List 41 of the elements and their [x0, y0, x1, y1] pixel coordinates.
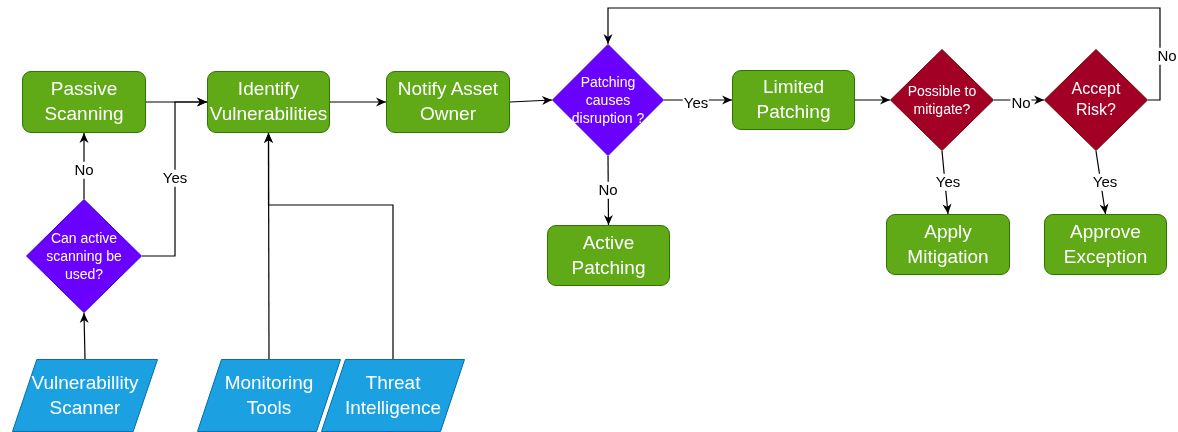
process-box — [732, 70, 855, 130]
node-label: Vulnerabillity Scanner — [30, 370, 140, 420]
edge-label: No — [73, 161, 95, 179]
decision-diamond — [26, 199, 142, 313]
arrow — [509, 96, 553, 105]
edge-label: Yes — [161, 169, 189, 187]
arrow — [141, 97, 208, 257]
arrow — [854, 95, 891, 105]
node-label: Can active scanning be used? — [45, 228, 123, 284]
node-label: Threat Intelligence — [343, 370, 443, 420]
arrow — [264, 132, 394, 360]
process-box — [886, 214, 1010, 275]
node-label: Notify Asset Owner — [396, 77, 500, 126]
edge-label: No — [1156, 47, 1178, 65]
process-box — [22, 71, 146, 133]
node-label: Identify Vulnerabilities — [209, 77, 328, 126]
data-parallelogram — [321, 359, 465, 432]
node-label: Possible to mitigate? — [906, 81, 978, 119]
process-box — [386, 71, 510, 133]
edge-label: Yes — [1091, 173, 1119, 191]
arrow — [329, 97, 387, 107]
process-box — [1044, 214, 1167, 275]
node-label: Accept Risk? — [1070, 79, 1122, 120]
arrow — [79, 312, 89, 360]
edge-label: No — [597, 181, 619, 199]
decision-diamond — [890, 49, 994, 151]
node-label: Active Patching — [570, 230, 647, 280]
data-parallelogram — [197, 359, 341, 432]
node-label: Passive Scanning — [43, 77, 125, 126]
data-parallelogram — [12, 359, 158, 432]
process-box — [547, 225, 670, 286]
node-label: Monitoring Tools — [223, 370, 315, 420]
process-box — [207, 71, 330, 133]
node-label: Patching causes disruption ? — [570, 72, 646, 128]
edge-label: Yes — [934, 173, 962, 191]
node-label: Apply Mitigation — [906, 219, 990, 269]
node-label: Approve Exception — [1062, 219, 1149, 269]
decision-diamond — [1044, 49, 1148, 151]
decision-diamond — [552, 44, 664, 156]
arrow — [603, 7, 1161, 101]
node-label: Limited Patching — [755, 75, 832, 124]
